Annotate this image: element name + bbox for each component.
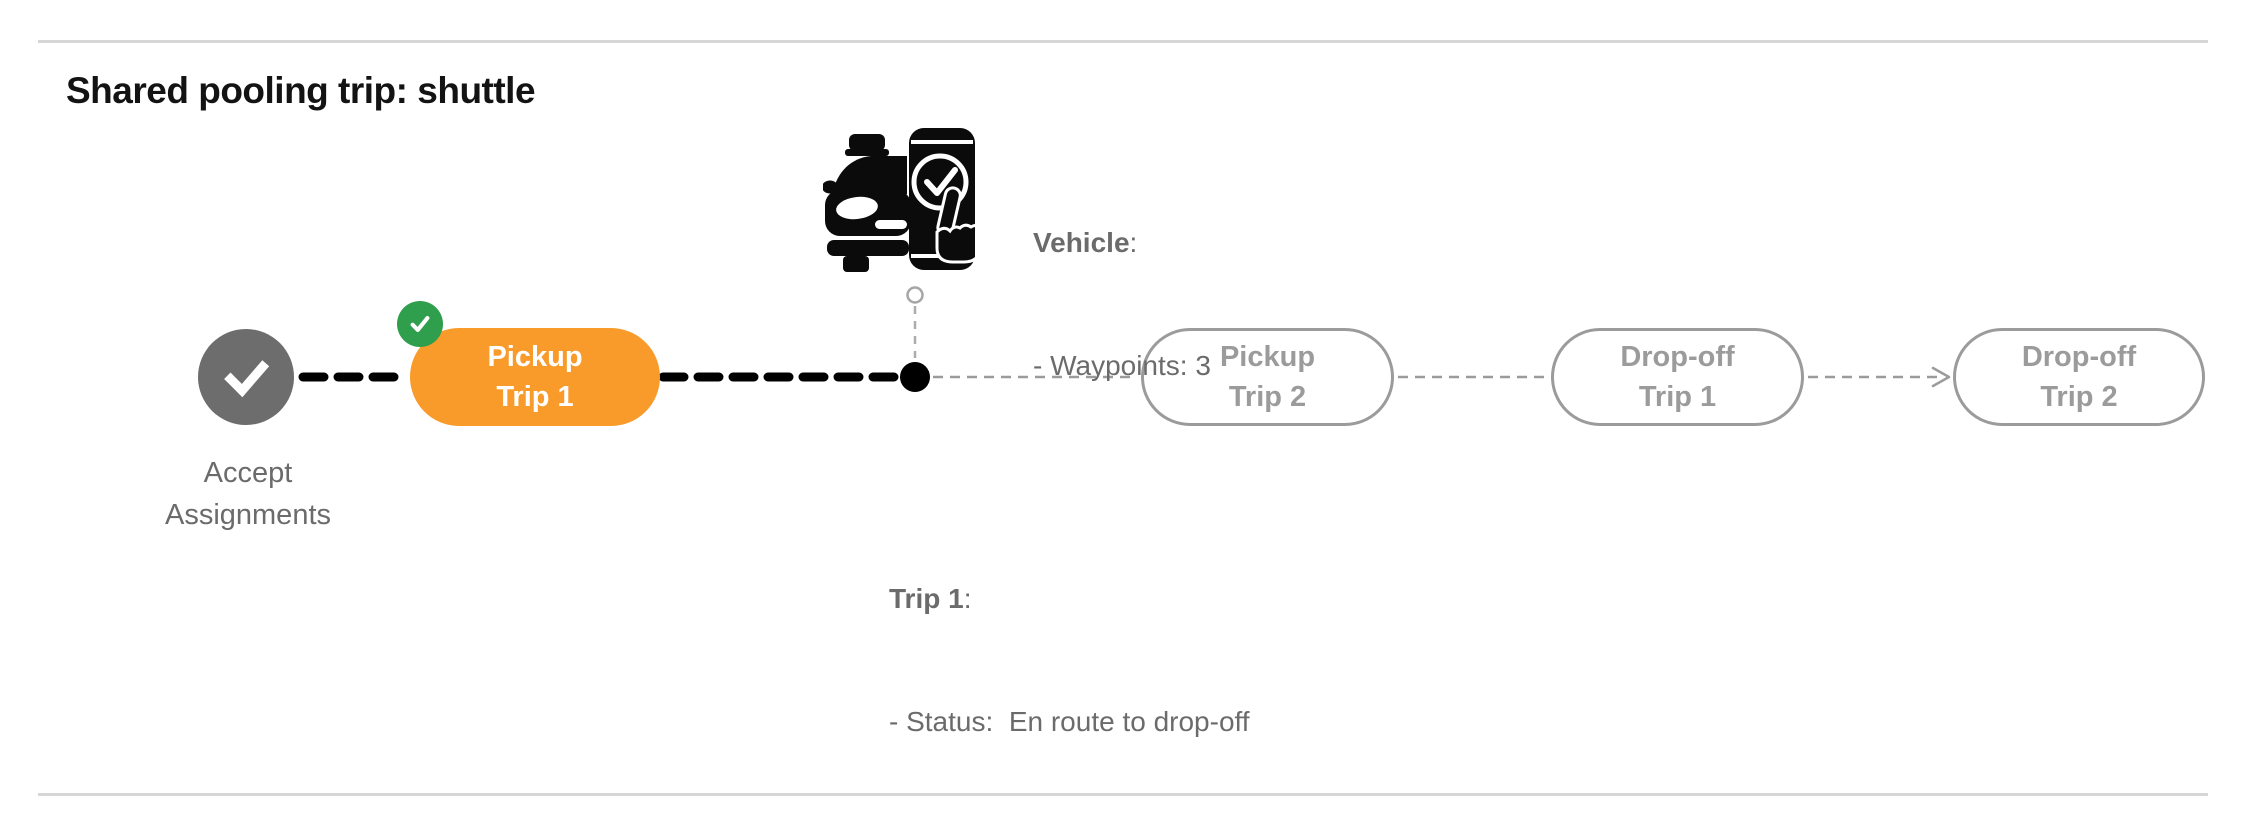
bottom-divider [38,793,2208,796]
car-bumper [827,240,909,256]
completed-badge [397,301,443,347]
vehicle-info: Vehicle: - Waypoints: 3 [1033,140,1211,468]
page-title: Shared pooling trip: shuttle [66,70,536,111]
trip1-status: - Status: En route to drop-off [889,706,1250,737]
check-icon [924,167,958,196]
stop-pickup-trip-1: Pickup Trip 1 [410,328,660,426]
car-grille [875,220,907,229]
arrowhead-icon [1931,366,1951,388]
roof-sensor [849,134,885,151]
stop-dropoff-trip-2: Drop-off Trip 2 [1953,328,2205,426]
check-icon [224,360,270,398]
accept-assignments-label: Accept Assignments [164,457,331,531]
stop-pickup-trip-2: Pickup Trip 2 [1141,328,1394,426]
stop-dropoff-trip-1: Drop-off Trip 1 [1551,328,1804,426]
node-accept-assignments [198,329,294,425]
current-location-dot [900,362,930,392]
trip-info: Trip 1: - Status: En route to drop-off -… [889,496,1250,825]
car-cabin [833,156,907,194]
check-icon [410,316,430,332]
phone-check-circle [911,153,969,211]
vehicle-anchor-circle [906,286,924,304]
vehicle-info-title: Vehicle: [1033,227,1138,258]
car-wheel [843,256,869,272]
vehicle-info-waypoints: - Waypoints: 3 [1033,350,1211,381]
top-divider [38,40,2208,43]
pointing-hand [935,186,975,264]
car-window [836,196,878,220]
trip1-title: Trip 1: [889,583,972,614]
robotaxi-phone-check-icon [823,128,975,272]
